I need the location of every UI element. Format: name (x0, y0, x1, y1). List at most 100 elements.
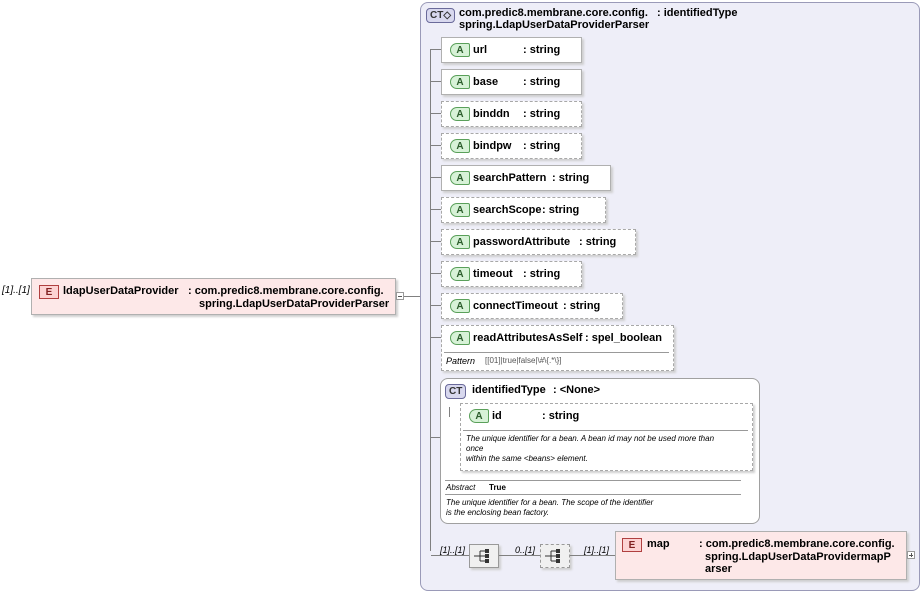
branch-line (431, 241, 441, 242)
attribute-name: bindpw (473, 140, 512, 152)
attribute-type: : string (579, 236, 617, 248)
abstract-value: True (489, 483, 506, 492)
element-badge: E (39, 285, 59, 299)
identified-type-name: identifiedType (472, 384, 546, 396)
attribute-badge: A (450, 75, 470, 89)
attribute-name: passwordAttribute (473, 236, 571, 248)
attribute-readAttributesAsSelf[interactable]: A readAttributesAsSelf : spel_boolean Pa… (441, 325, 674, 371)
branch-line (570, 555, 615, 556)
root-element-box[interactable]: E ldapUserDataProvider : com.predic8.mem… (31, 278, 396, 315)
map-type-line1: : com.predic8.membrane.core.config. (699, 538, 895, 550)
choice-multiplicity: 0..[1] (515, 545, 536, 555)
divider (463, 430, 748, 431)
tree-line (430, 49, 431, 551)
divider (445, 480, 741, 481)
attribute-url[interactable]: A url : string (441, 37, 582, 63)
identified-type-box[interactable]: CT identifiedType : <None> A id : string… (440, 378, 760, 524)
map-multiplicity: [1]..[1] (584, 545, 610, 555)
branch-line (431, 305, 441, 306)
branch-line (431, 273, 441, 274)
root-multiplicity: [1]..[1] (2, 285, 30, 296)
pattern-value: [[01]|true|false|\#\{.*\}] (485, 356, 562, 365)
map-type-line2: spring.LdapUserDataProvidermapP (705, 551, 891, 563)
complex-type-name-line1: com.predic8.membrane.core.config. (459, 7, 648, 19)
attribute-name: timeout (473, 268, 513, 280)
collapse-toggle-icon[interactable] (396, 292, 404, 300)
attribute-id[interactable]: A id : string The unique identifier for … (460, 403, 753, 471)
attribute-badge: A (450, 107, 470, 121)
expand-toggle-icon[interactable] (907, 551, 915, 559)
choice-glyph-icon (545, 549, 560, 563)
attribute-type: : spel_boolean (585, 332, 663, 344)
attribute-type: : string (523, 140, 561, 152)
root-element-type-line2: spring.LdapUserDataProviderParser (199, 298, 390, 310)
attribute-name: connectTimeout (473, 300, 558, 312)
attribute-badge: A (450, 267, 470, 281)
attribute-connectTimeout[interactable]: A connectTimeout : string (441, 293, 623, 319)
attribute-type: : string (563, 300, 601, 312)
attribute-badge: A (450, 139, 470, 153)
attribute-name: url (473, 44, 488, 56)
attribute-type: : string (523, 268, 561, 280)
attribute-badge: A (450, 299, 470, 313)
id-doc-line2: once (466, 444, 484, 453)
branch-line (431, 555, 471, 556)
identified-type-badge: CT (445, 384, 467, 399)
attribute-name: searchPattern (473, 172, 547, 184)
attribute-badge: A (469, 409, 489, 423)
sequence-glyph-icon (474, 549, 489, 563)
sequence-multiplicity: [1]..[1] (440, 545, 466, 555)
branch-line (431, 337, 441, 338)
attribute-name: searchScope (473, 204, 542, 216)
attribute-passwordAttribute[interactable]: A passwordAttribute : string (441, 229, 636, 255)
branch-line (431, 177, 441, 178)
attribute-badge: A (450, 43, 470, 57)
branch-line (431, 145, 441, 146)
id-doc-line3: within the same <beans> element. (466, 454, 588, 463)
attribute-timeout[interactable]: A timeout : string (441, 261, 582, 287)
complex-type-name-line2: spring.LdapUserDataProviderParser (459, 19, 650, 31)
branch-line (431, 437, 440, 438)
map-element-box[interactable]: E map : com.predic8.membrane.core.config… (615, 531, 907, 580)
attribute-type: : string (542, 204, 580, 216)
branch-line (449, 407, 450, 417)
divider (445, 494, 741, 495)
complex-type-base: : identifiedType (657, 7, 738, 19)
attribute-type: : string (523, 108, 561, 120)
complex-type-badge: CT◇ (426, 8, 456, 23)
attribute-name: binddn (473, 108, 510, 120)
attribute-badge: A (450, 331, 470, 345)
attribute-base[interactable]: A base : string (441, 69, 582, 95)
branch-line (499, 555, 540, 556)
attribute-badge: A (450, 203, 470, 217)
root-element-name: ldapUserDataProvider (63, 285, 179, 297)
identified-type-type: : <None> (553, 384, 601, 396)
divider (444, 352, 669, 353)
branch-line (431, 81, 441, 82)
identified-type-doc-line2: is the enclosing bean factory. (446, 508, 550, 517)
attribute-type: : string (523, 76, 561, 88)
branch-line (431, 113, 441, 114)
attribute-type: : string (542, 410, 580, 422)
attribute-badge: A (450, 235, 470, 249)
attribute-name: id (492, 410, 502, 422)
attribute-type: : string (552, 172, 590, 184)
branch-line (431, 209, 441, 210)
attribute-badge: A (450, 171, 470, 185)
id-doc-line1: The unique identifier for a bean. A bean… (466, 434, 715, 443)
attribute-type: : string (523, 44, 561, 56)
attribute-searchScope[interactable]: A searchScope : string (441, 197, 606, 223)
attribute-searchPattern[interactable]: A searchPattern : string (441, 165, 611, 191)
pattern-label: Pattern (446, 356, 476, 366)
sequence-compositor-icon[interactable] (469, 544, 499, 568)
branch-line (431, 49, 441, 50)
connector-line (404, 296, 431, 297)
map-type-line3: arser (705, 563, 732, 575)
choice-compositor-icon[interactable] (540, 544, 570, 568)
root-element-type-line1: : com.predic8.membrane.core.config. (188, 285, 384, 297)
map-element-name: map (647, 538, 670, 550)
attribute-name: base (473, 76, 499, 88)
attribute-binddn[interactable]: A binddn : string (441, 101, 582, 127)
attribute-bindpw[interactable]: A bindpw : string (441, 133, 582, 159)
element-badge: E (622, 538, 642, 552)
